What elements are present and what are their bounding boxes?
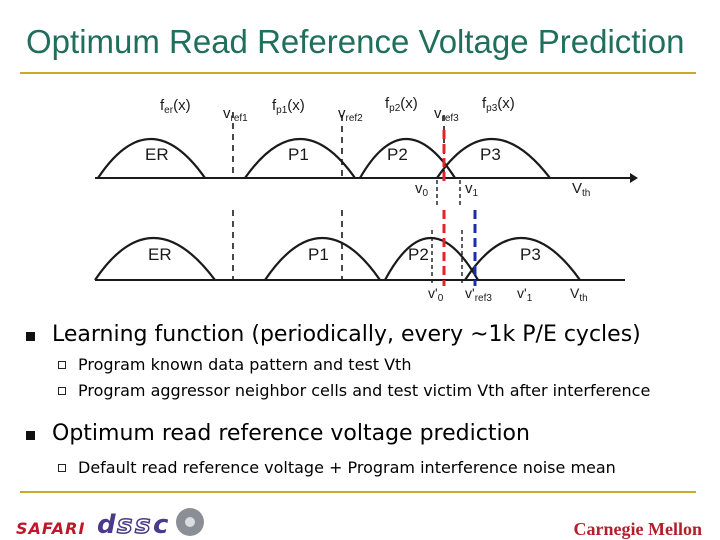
label-vref1: vref1 [223,105,248,124]
svg-text:c: c [153,510,169,539]
row2-p1-curve [264,236,381,281]
row2-state-p1: P1 [308,245,329,264]
row1-p3-curve [436,138,551,179]
square-bullet-icon [26,332,35,341]
svg-text:d: d [97,510,116,539]
row1-state-er: ER [145,145,169,164]
hollow-square-bullet-icon [58,387,66,395]
footer-divider [20,491,696,493]
row1-state-p3: P3 [480,145,501,164]
carnegie-mellon-logo: Carnegie Mellon [573,519,702,539]
voltage-distribution-diagram: fer(x) vref1 fp1(x) vref2 fp2(x) vref3 f… [94,95,638,304]
svg-text:vref2: vref2 [338,105,363,124]
svg-text:s: s [135,510,150,539]
row1-v0-label: v0 [415,180,429,199]
row1-vth-label: Vth [572,180,590,199]
row2-vrefp-label: v'ref3 [465,285,492,304]
svg-text:fp1(x): fp1(x) [272,97,305,116]
svg-text:fp2(x): fp2(x) [385,95,418,114]
label-fer: fer(x) [160,97,191,116]
svg-text:fp3(x): fp3(x) [482,95,515,114]
label-vref3: vref3 [434,105,459,124]
dssc-logo: d s s c [97,508,204,539]
svg-text:vref3: vref3 [434,105,459,124]
row2-state-er: ER [148,245,172,264]
label-fp1: fp1(x) [272,97,305,116]
row2-v0p-label: v'0 [428,285,444,304]
row2-state-p2: P2 [408,245,429,264]
label-vref2: vref2 [338,105,363,124]
row1-axis-arrow-icon [630,173,638,183]
row2-vth-label: Vth [570,285,588,304]
slide-title: Optimum Read Reference Voltage Predictio… [26,23,685,60]
row2-er-curve [94,236,216,281]
row1-state-p1: P1 [288,145,309,164]
row1-v1-label: v1 [465,180,479,199]
svg-text:s: s [117,510,132,539]
row2-state-p3: P3 [520,245,541,264]
label-fp2: fp2(x) [385,95,418,114]
row2-p3-curve [464,236,581,281]
hollow-square-bullet-icon [58,464,66,472]
svg-text:vref1: vref1 [223,105,248,124]
square-bullet-icon [26,431,35,440]
svg-text:fer(x): fer(x) [160,97,191,116]
row2-v1p-label: v'1 [517,285,533,304]
row1-er-curve [97,138,206,179]
label-fp3: fp3(x) [482,95,515,114]
safari-logo: SAFARI [16,519,86,538]
row1-state-p2: P2 [387,145,408,164]
hollow-square-bullet-icon [58,361,66,369]
row2-distributions [94,236,581,281]
title-divider [20,72,696,74]
row2-p2-curve [384,237,479,281]
